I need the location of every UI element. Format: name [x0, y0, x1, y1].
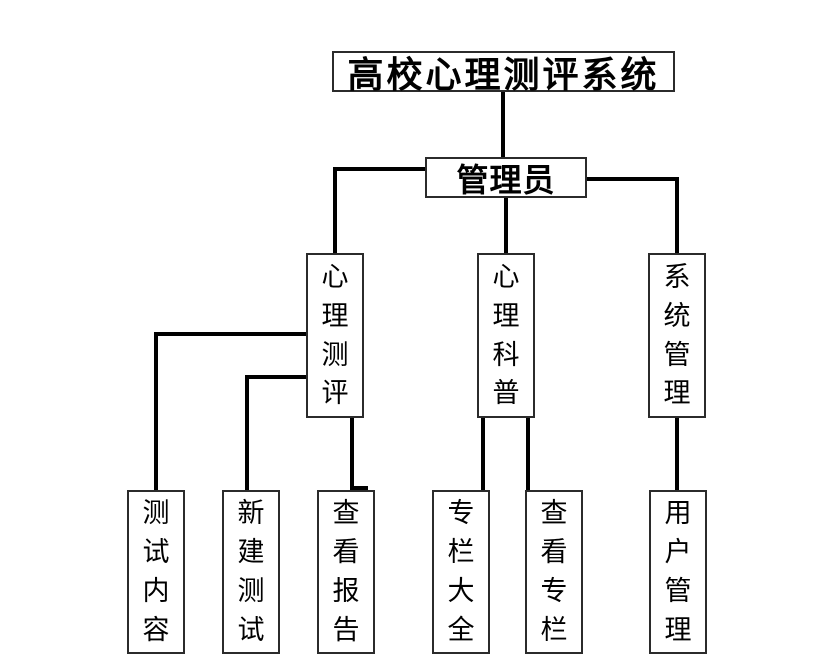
connector-module3-to-leaf6 — [675, 418, 679, 490]
node-function-view-report: 查看报告 — [317, 490, 375, 654]
function-user-management-label: 用户管理 — [664, 498, 692, 645]
function-new-test-label: 新建测试 — [237, 498, 265, 645]
module-system-management-label: 系统管理 — [663, 261, 691, 409]
module-psych-assessment-label: 心理测评 — [321, 261, 349, 409]
module-psych-science-label: 心理科普 — [492, 261, 520, 409]
connector-module1-to-leaf1-h — [154, 332, 306, 336]
connector-admin-to-module3-h — [587, 177, 677, 181]
node-module-system-management: 系统管理 — [648, 253, 706, 418]
node-function-new-test: 新建测试 — [222, 490, 280, 654]
connector-module2-to-leaf5 — [526, 418, 530, 490]
connector-module1-to-leaf2-h — [245, 375, 306, 379]
connector-module2-to-leaf4 — [481, 418, 485, 490]
connector-module1-to-leaf3-jog — [350, 486, 368, 490]
connector-admin-to-module3-v — [675, 177, 679, 254]
function-view-column-label: 查看专栏 — [540, 498, 568, 645]
node-system-title: 高校心理测评系统 — [332, 51, 675, 95]
node-module-psych-assessment: 心理测评 — [306, 253, 364, 418]
node-function-user-management: 用户管理 — [649, 490, 707, 654]
connector-admin-to-module2 — [504, 198, 508, 253]
node-function-column-collection: 专栏大全 — [432, 490, 490, 654]
connector-admin-to-module1-v — [333, 167, 337, 253]
node-module-psych-science: 心理科普 — [477, 253, 535, 418]
connector-module1-to-leaf1-v — [154, 332, 158, 490]
function-column-collection-label: 专栏大全 — [447, 498, 475, 645]
system-title-label: 高校心理测评系统 — [347, 53, 660, 95]
admin-label: 管理员 — [456, 161, 556, 198]
node-function-test-content: 测试内容 — [127, 490, 185, 654]
node-function-view-column: 查看专栏 — [525, 490, 583, 654]
node-admin: 管理员 — [425, 157, 587, 198]
connector-module1-to-leaf2-v — [245, 375, 249, 490]
function-test-content-label: 测试内容 — [142, 498, 170, 645]
connector-admin-to-module1-h — [333, 167, 425, 171]
function-view-report-label: 查看报告 — [332, 498, 360, 645]
connector-module1-to-leaf3-v — [350, 418, 354, 490]
connector-title-to-admin — [501, 92, 505, 157]
